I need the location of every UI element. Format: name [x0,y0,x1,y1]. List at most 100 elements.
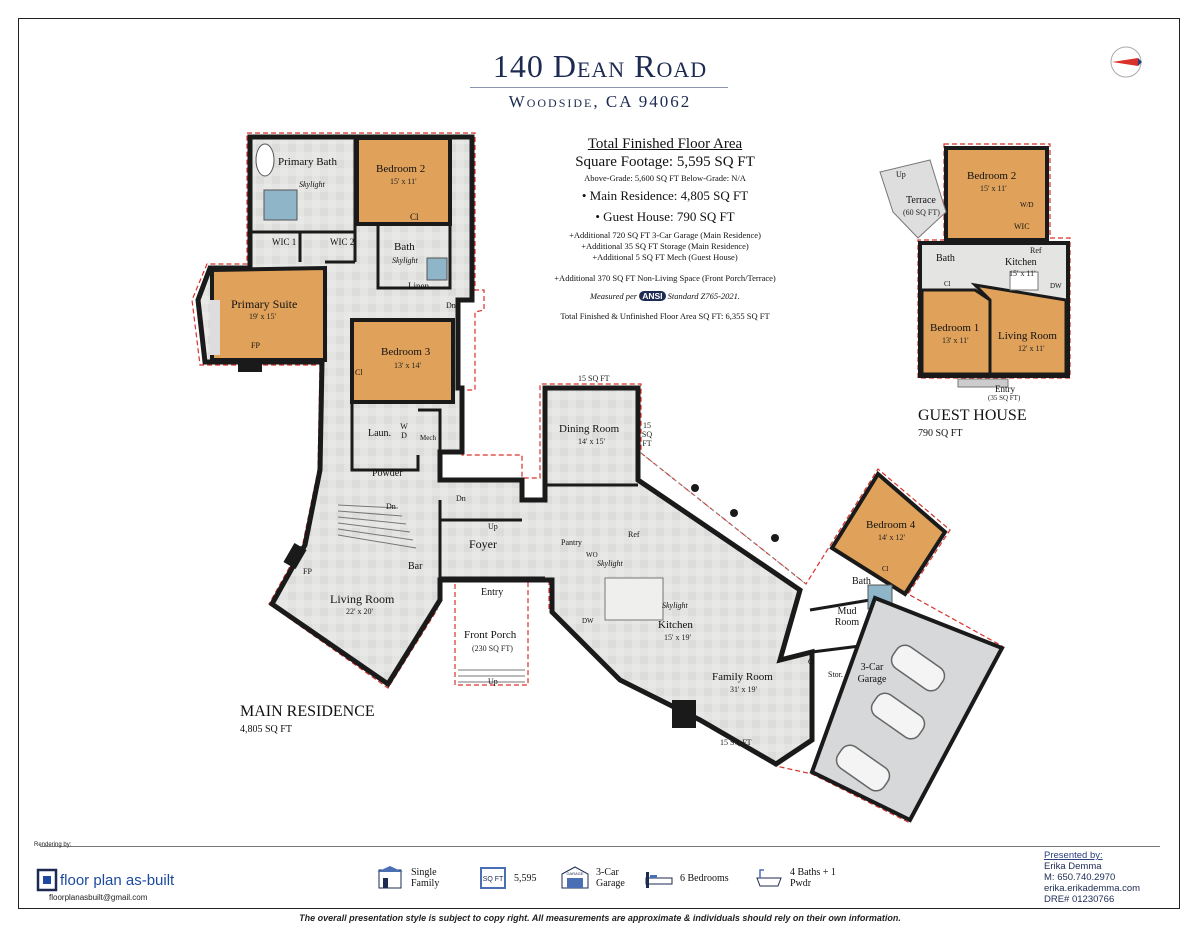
label-dining-room: Dining Room [559,423,620,435]
label-skylight-4: Skylight [662,601,688,610]
page-frame [18,18,1180,909]
dim-bedroom2: 15' x 11' [390,177,417,186]
feature-single-family-label: Single Family [411,867,440,889]
guest-floorplan [879,143,1071,388]
dim-primary-suite: 19' x 15' [249,312,276,321]
presenter-block: Presented by: Erika Demma M: 650.740.297… [1044,850,1140,905]
sq-ft-icon-text: SQ FT [483,876,504,883]
label-guest-house: GUEST HOUSE [918,407,1027,424]
guest-label-living-room: Living Room [998,330,1057,342]
label-family-room: Family Room [712,671,773,683]
page-title: 140 Dean Road [492,48,708,84]
rendering-by-label: Rendering by: [34,842,72,848]
label-up-2: Up [488,677,498,686]
fireplace2 [283,542,307,570]
dim-dining-room: 14' x 15' [578,437,605,446]
label-cl-5: Cl [808,658,815,666]
label-fp-2: FP [303,567,312,576]
label-pantry: Pantry [561,538,582,547]
guest-dim-bedroom1: 13' x 11' [942,336,969,345]
measured-pre: Measured per [589,291,638,301]
area-grade: Above-Grade: 5,600 SQ FT Below-Grade: N/… [584,173,746,183]
label-mud-room: Mud Room [834,606,860,628]
label-kitchen: Kitchen [658,619,693,631]
label-cl-2: Cl [355,368,363,377]
dim-bedroom4: 14' x 12' [878,533,905,542]
label-mech: Mech [420,434,436,442]
presenter-name: Erika Demma [1044,861,1102,872]
area-main: • Main Residence: 4,805 SQ FT [581,188,749,203]
measured-post: Standard Z765-2021. [667,291,741,301]
presenter-phone[interactable]: M: 650.740.2970 [1044,872,1116,883]
guest-dim-kitchen: 15' x 11' [1009,269,1036,278]
dim-living-room: 22' x 20' [346,607,373,616]
bathtub-fixture [255,143,275,177]
label-dw: DW [582,617,594,625]
label-skylight-2: Skylight [392,256,418,265]
label-cl-4: Cl [882,565,889,573]
label-foyer: Foyer [469,537,497,551]
feature-baths: 4 Baths + 1 Pwdr [754,866,838,890]
car-3 [835,744,891,792]
label-storage: Stor. [828,670,843,679]
guest-label-dw: DW [1050,282,1062,290]
guest-dim-living-room: 12' x 11' [1018,344,1045,353]
main-fixtures [210,143,893,728]
feature-bedrooms-label: 6 Bedrooms [680,872,729,884]
patio [640,452,807,585]
area-add4: +Additional 370 SQ FT Non-Living Space (… [554,273,776,283]
guest-label-entry: Entry [995,384,1015,394]
area-guest: • Guest House: 790 SQ FT [595,209,735,224]
guest-living-area [970,282,1068,376]
main-residence-sqft: 4,805 SQ FT [240,724,292,735]
floorplan-logo-icon [36,868,58,892]
label-laundry: Laun. [368,428,392,439]
guest-label-ref: Ref [1030,246,1042,255]
car-2 [870,692,926,740]
window-seat [210,300,220,355]
label-entry: Entry [481,587,504,598]
feature-bedrooms: 6 Bedrooms [644,866,729,890]
label-bath-1: Bath [394,241,415,253]
feature-sqft: SQ FT 5,595 [478,866,537,890]
presenter-heading: Presented by: [1044,850,1103,861]
bed-icon [645,872,673,888]
guest-house-sqft: 790 SQ FT [918,428,963,439]
label-garage: 3-Car Garage [857,662,887,685]
dim-bedroom3: 13' x 14' [394,361,421,370]
label-15sqft-a: 15 SQ FT [578,374,610,383]
sq-ft-icon: SQ FT [480,867,506,889]
title-rule [470,87,728,88]
main-inner-walls [252,138,871,654]
area-add1: +Additional 720 SQ FT 3-Car Garage (Main… [569,230,761,240]
dim-kitchen: 15' x 19' [664,633,691,642]
label-primary-suite: Primary Suite [231,297,298,311]
compass-icon [1110,46,1142,78]
guest-label-wic: WIC [1014,222,1030,231]
presenter-dre: DRE# 01230766 [1044,894,1115,905]
shower-fixture [263,189,298,221]
single-family-icon [377,866,403,889]
footer-rule [40,846,1160,847]
page-subtitle: Woodside, CA 94062 [508,92,692,111]
bedroom4-area [829,470,948,597]
area-add3: +Additional 5 SQ FT Mech (Guest House) [592,252,738,262]
staircase [337,504,417,549]
guest-label-cl: Cl [944,280,951,288]
porch-steps [458,669,525,683]
dim-front-porch: (230 SQ FT) [472,644,513,653]
guest-label-bedroom1: Bedroom 1 [930,322,980,334]
label-15sqft-b: 15 SQ FT [641,421,653,448]
guest-dim-terrace: (60 SQ FT) [903,208,940,217]
area-sqft: Square Footage: 5,595 SQ FT [575,154,755,170]
guest-floor [918,146,1070,388]
garage-icon: GARAGE [561,866,589,889]
label-dn-1: Dn [446,301,456,310]
presenter-website[interactable]: erika.erikademma.com [1044,883,1141,894]
shower2-fixture [426,257,448,281]
garage [809,595,1005,823]
label-dn-2: Dn [456,494,466,503]
fireplace1 [238,360,262,372]
floorplan-logo-text: floor plan as-built [60,872,175,889]
label-dn-3: Dn [386,502,396,511]
